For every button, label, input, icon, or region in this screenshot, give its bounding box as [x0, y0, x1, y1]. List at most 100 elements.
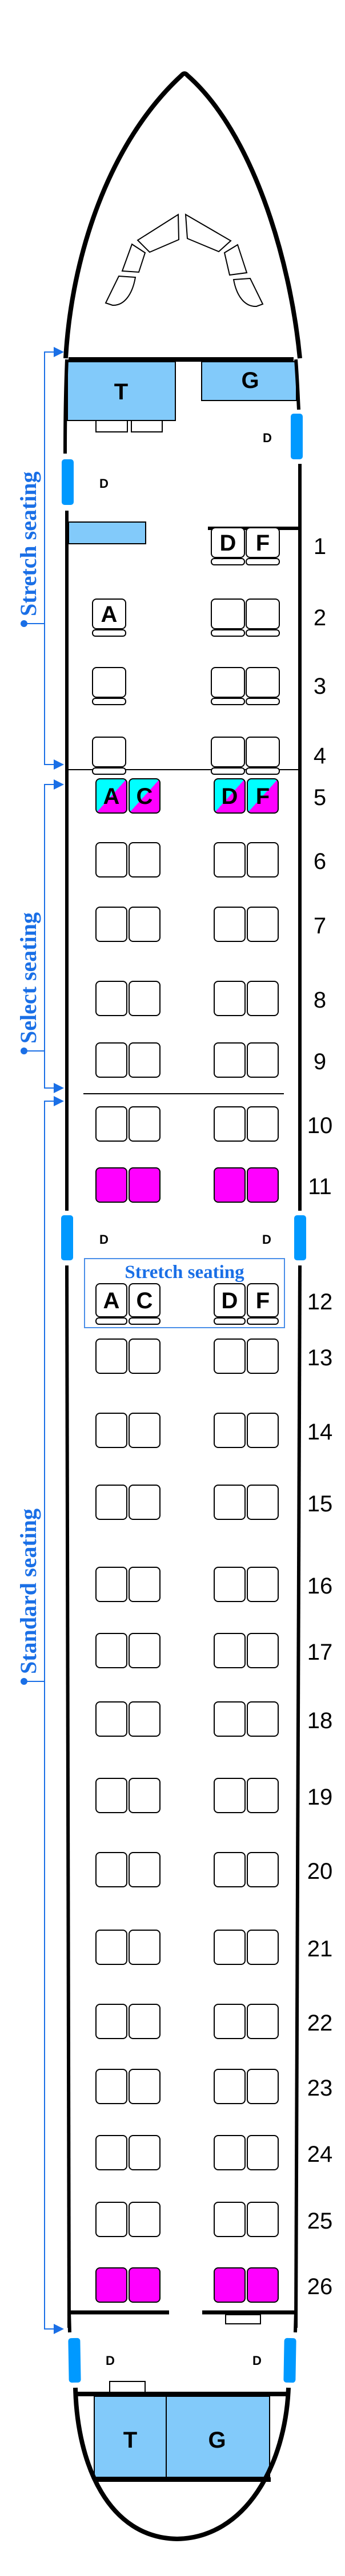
- seat-5A[interactable]: A: [95, 778, 127, 814]
- seat-1F[interactable]: F: [246, 527, 280, 565]
- seat-6A[interactable]: [95, 842, 127, 877]
- seat-21A[interactable]: [95, 1930, 127, 1965]
- seat-22C[interactable]: [129, 2004, 161, 2039]
- seat-19D[interactable]: [214, 1778, 246, 1813]
- seat-24A[interactable]: [95, 2135, 127, 2170]
- seat-15D[interactable]: [214, 1485, 246, 1520]
- seat-26C[interactable]: [129, 2267, 161, 2303]
- seat-4D[interactable]: [211, 737, 245, 775]
- seat-2A[interactable]: A: [92, 598, 126, 637]
- seat-8D[interactable]: [214, 981, 246, 1016]
- seat-24F[interactable]: [247, 2135, 279, 2170]
- seat-4F[interactable]: [246, 737, 280, 775]
- seat-10C[interactable]: [129, 1106, 161, 1142]
- seat-16D[interactable]: [214, 1567, 246, 1602]
- seat-13A[interactable]: [95, 1338, 127, 1374]
- seat-4A[interactable]: [92, 737, 126, 775]
- seat-21D[interactable]: [214, 1930, 246, 1965]
- seat-16A[interactable]: [95, 1567, 127, 1602]
- seat-21C[interactable]: [129, 1930, 161, 1965]
- seat-3A[interactable]: [92, 667, 126, 705]
- seat-10D[interactable]: [214, 1106, 246, 1142]
- seat-9A[interactable]: [95, 1042, 127, 1078]
- seat-body: [129, 1567, 161, 1602]
- seat-10F[interactable]: [247, 1106, 279, 1142]
- seat-17D[interactable]: [214, 1633, 246, 1668]
- seat-10A[interactable]: [95, 1106, 127, 1142]
- seat-3F[interactable]: [246, 667, 280, 705]
- seat-18C[interactable]: [129, 1701, 161, 1737]
- seat-5F[interactable]: F: [247, 778, 279, 814]
- seat-22F[interactable]: [247, 2004, 279, 2039]
- seat-8F[interactable]: [247, 981, 279, 1016]
- seat-15C[interactable]: [129, 1485, 161, 1520]
- seat-20A[interactable]: [95, 1852, 127, 1887]
- seat-15F[interactable]: [247, 1485, 279, 1520]
- seat-3D[interactable]: [211, 667, 245, 705]
- seat-15A[interactable]: [95, 1485, 127, 1520]
- seat-12F[interactable]: F: [247, 1283, 279, 1325]
- seat-11A[interactable]: [95, 1167, 127, 1203]
- seat-9F[interactable]: [247, 1042, 279, 1078]
- seat-12A[interactable]: A: [95, 1283, 127, 1325]
- seat-13C[interactable]: [129, 1338, 161, 1374]
- seat-20D[interactable]: [214, 1852, 246, 1887]
- seat-25C[interactable]: [129, 2202, 161, 2237]
- seat-12D[interactable]: D: [214, 1283, 246, 1325]
- seat-23A[interactable]: [95, 2069, 127, 2104]
- seat-1D[interactable]: D: [211, 527, 245, 565]
- seat-6F[interactable]: [247, 842, 279, 877]
- seat-8C[interactable]: [129, 981, 161, 1016]
- seat-26F[interactable]: [247, 2267, 279, 2303]
- seat-23D[interactable]: [214, 2069, 246, 2104]
- seat-20C[interactable]: [129, 1852, 161, 1887]
- seat-25A[interactable]: [95, 2202, 127, 2237]
- seat-14A[interactable]: [95, 1413, 127, 1448]
- seat-16F[interactable]: [247, 1567, 279, 1602]
- seat-22D[interactable]: [214, 2004, 246, 2039]
- seat-23F[interactable]: [247, 2069, 279, 2104]
- seat-2D[interactable]: [211, 598, 245, 637]
- seat-23C[interactable]: [129, 2069, 161, 2104]
- seat-11C[interactable]: [129, 1167, 161, 1203]
- seat-19C[interactable]: [129, 1778, 161, 1813]
- seat-7D[interactable]: [214, 907, 246, 942]
- seat-20F[interactable]: [247, 1852, 279, 1887]
- seat-2F[interactable]: [246, 598, 280, 637]
- seat-5D[interactable]: D: [214, 778, 246, 814]
- seat-24C[interactable]: [129, 2135, 161, 2170]
- seat-5C[interactable]: C: [129, 778, 161, 814]
- seat-19F[interactable]: [247, 1778, 279, 1813]
- seat-26A[interactable]: [95, 2267, 127, 2303]
- seat-6D[interactable]: [214, 842, 246, 877]
- seat-25D[interactable]: [214, 2202, 246, 2237]
- seat-24D[interactable]: [214, 2135, 246, 2170]
- seat-21F[interactable]: [247, 1930, 279, 1965]
- seat-9D[interactable]: [214, 1042, 246, 1078]
- seat-14D[interactable]: [214, 1413, 246, 1448]
- seat-17F[interactable]: [247, 1633, 279, 1668]
- seat-11F[interactable]: [247, 1167, 279, 1203]
- seat-14F[interactable]: [247, 1413, 279, 1448]
- seat-17A[interactable]: [95, 1633, 127, 1668]
- seat-19A[interactable]: [95, 1778, 127, 1813]
- seat-7A[interactable]: [95, 907, 127, 942]
- seat-18A[interactable]: [95, 1701, 127, 1737]
- seat-6C[interactable]: [129, 842, 161, 877]
- seat-12C[interactable]: C: [129, 1283, 161, 1325]
- seat-18D[interactable]: [214, 1701, 246, 1737]
- seat-13D[interactable]: [214, 1338, 246, 1374]
- seat-7C[interactable]: [129, 907, 161, 942]
- seat-26D[interactable]: [214, 2267, 246, 2303]
- seat-11D[interactable]: [214, 1167, 246, 1203]
- seat-14C[interactable]: [129, 1413, 161, 1448]
- seat-25F[interactable]: [247, 2202, 279, 2237]
- seat-17C[interactable]: [129, 1633, 161, 1668]
- seat-16C[interactable]: [129, 1567, 161, 1602]
- seat-22A[interactable]: [95, 2004, 127, 2039]
- seat-9C[interactable]: [129, 1042, 161, 1078]
- seat-13F[interactable]: [247, 1338, 279, 1374]
- seat-7F[interactable]: [247, 907, 279, 942]
- seat-18F[interactable]: [247, 1701, 279, 1737]
- seat-8A[interactable]: [95, 981, 127, 1016]
